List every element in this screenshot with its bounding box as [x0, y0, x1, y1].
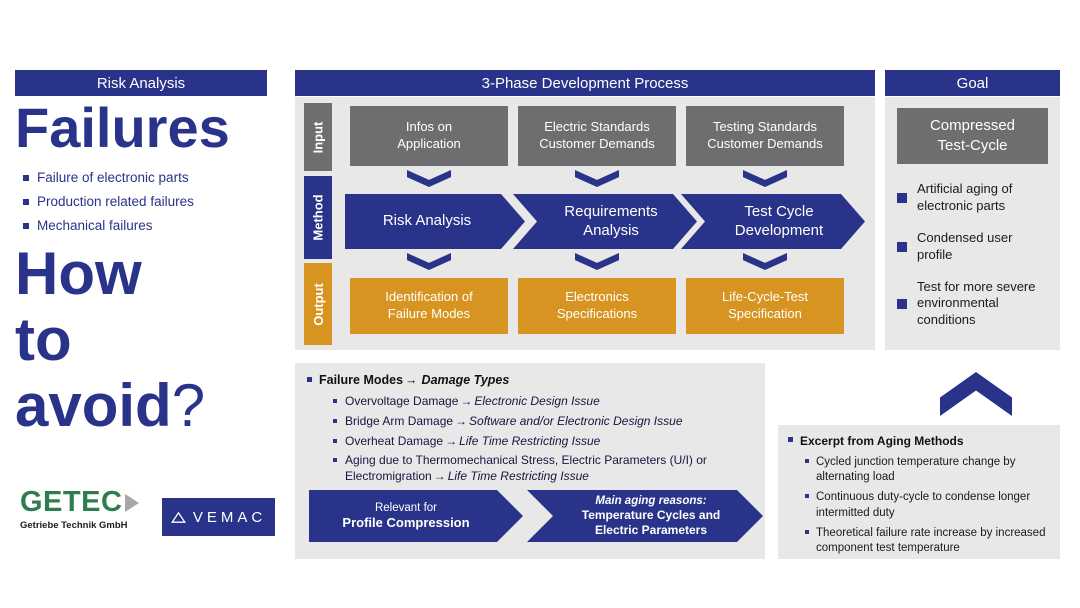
- input-box-electric-standards: Electric Standards Customer Demands: [518, 106, 676, 166]
- bullet-text: Condensed user profile: [917, 229, 1013, 262]
- failure-modes-title: Failure Modes→Damage Types: [307, 373, 753, 387]
- bullet-square: [897, 241, 907, 252]
- input-box-infos-on-application: Infos on Application: [350, 106, 508, 166]
- arrow-glyph: →: [445, 433, 458, 448]
- compressed-test-cycle-box: Compressed Test-Cycle: [897, 108, 1048, 164]
- question-mark: ?: [171, 372, 206, 439]
- main-aging-reasons-banner: Main aging reasons: Temperature Cycles a…: [527, 490, 763, 542]
- output-box-electronics-specifications: Electronics Specifications: [518, 278, 676, 334]
- vemac-logo: VEMAC: [162, 498, 275, 536]
- question-line: to: [15, 306, 72, 373]
- list-item: Aging due to Thermomechanical Stress, El…: [333, 453, 753, 485]
- bullet-text: Mechanical failures: [37, 218, 153, 233]
- list-item: Bridge Arm Damage→Software and/or Electr…: [333, 414, 753, 430]
- list-item: Test for more severe environmental condi…: [897, 279, 1048, 330]
- bullet-square: [333, 438, 337, 443]
- chevron-up-icon: [940, 372, 1012, 416]
- list-item: Condensed user profile: [897, 230, 1048, 264]
- bullet-square: [333, 418, 337, 423]
- list-item: Overvoltage Damage→Electronic Design Iss…: [333, 394, 753, 410]
- list-item: Mechanical failures: [23, 218, 277, 233]
- chevron-down-icon: [407, 170, 451, 187]
- question-line: avoid?: [15, 372, 206, 439]
- bullet-square: [23, 198, 29, 205]
- goal-header: Goal: [885, 70, 1060, 96]
- failures-bullet-list: Failure of electronic parts Production r…: [15, 170, 277, 233]
- aging-methods-panel: Excerpt from Aging Methods Cycled juncti…: [778, 425, 1060, 559]
- method-step-risk-analysis: Risk Analysis: [345, 194, 525, 249]
- row-label-method: Method: [304, 176, 332, 259]
- getec-logo-text: GETEC: [20, 486, 123, 518]
- bullet-square: [805, 529, 809, 534]
- banner-subtitle: Relevant for: [374, 501, 437, 514]
- vemac-triangle-icon: [170, 511, 186, 523]
- bullet-square: [333, 458, 337, 463]
- aging-methods-title: Excerpt from Aging Methods: [788, 434, 1050, 448]
- goal-bullet-list: Artificial aging of electronic parts Con…: [897, 181, 1048, 329]
- bullet-square: [788, 437, 793, 442]
- bullet-text: Continuous duty-cycle to condense longer…: [816, 491, 1031, 519]
- banner-title: Profile Compression: [342, 515, 470, 531]
- row-label-output: Output: [304, 263, 332, 345]
- list-item: Theoretical failure rate increase by inc…: [805, 526, 1050, 556]
- failure-modes-panel: Failure Modes→Damage Types Overvoltage D…: [295, 363, 765, 559]
- bullet-text: Artificial aging of electronic parts: [917, 181, 1013, 213]
- profile-compression-banner: Relevant for Profile Compression: [309, 490, 523, 542]
- chevron-down-icon: [743, 253, 787, 270]
- vemac-logo-text: VEMAC: [192, 508, 267, 526]
- arrow-glyph: →: [405, 373, 418, 387]
- bullet-square: [333, 399, 337, 403]
- bullet-text: Production related failures: [37, 194, 194, 209]
- banner-subtitle: Main aging reasons:: [595, 494, 707, 507]
- list-item: Overheat Damage→Life Time Restricting Is…: [333, 434, 753, 450]
- arrow-glyph: →: [460, 394, 473, 408]
- chevron-down-icon: [407, 253, 451, 270]
- how-to-avoid-title: How to avoid?: [15, 241, 277, 439]
- list-item: Continuous duty-cycle to condense longer…: [805, 490, 1050, 520]
- output-box-life-cycle-test-specification: Life-Cycle-Test Specification: [686, 278, 844, 334]
- banner-title: Temperature Cycles and Electric Paramete…: [581, 508, 721, 538]
- bullet-square: [897, 298, 907, 309]
- chevron-down-icon: [575, 253, 619, 270]
- list-item: Cycled junction temperature change by al…: [805, 455, 1050, 485]
- list-item: Failure of electronic parts: [23, 170, 277, 185]
- bullet-text: Failure of electronic parts: [37, 170, 189, 185]
- bullet-text: Theoretical failure rate increase by inc…: [816, 526, 1046, 554]
- aging-methods-list: Cycled junction temperature change by al…: [805, 455, 1050, 556]
- development-process-header: 3-Phase Development Process: [295, 70, 875, 96]
- output-box-identification-of-failure-modes: Identification of Failure Modes: [350, 278, 508, 334]
- risk-analysis-header: Risk Analysis: [15, 70, 267, 96]
- failure-modes-list: Overvoltage Damage→Electronic Design Iss…: [333, 394, 753, 485]
- bullet-square: [805, 494, 809, 499]
- getec-subtitle: Getriebe Technik GmbH: [20, 520, 128, 531]
- method-step-test-cycle-development: Test Cycle Development: [681, 194, 865, 249]
- getec-triangle-icon: [125, 493, 140, 512]
- list-item: Artificial aging of electronic parts: [897, 181, 1048, 215]
- bullet-square: [307, 377, 312, 382]
- method-step-requirements-analysis: Requirements Analysis: [513, 194, 697, 249]
- bullet-square: [23, 174, 29, 181]
- list-item: Production related failures: [23, 194, 277, 209]
- bullet-text: Test for more severe environmental condi…: [917, 278, 1036, 328]
- chevron-down-icon: [575, 170, 619, 187]
- bullet-text: Cycled junction temperature change by al…: [816, 456, 1016, 484]
- getec-logo: GETEC Getriebe Technik GmbH: [20, 486, 140, 531]
- bullet-square: [805, 459, 809, 463]
- row-label-input: Input: [304, 103, 332, 171]
- chevron-down-icon: [743, 170, 787, 187]
- failure-modes-title-text: Failure Modes→Damage Types: [319, 373, 510, 387]
- bullet-square: [897, 192, 907, 203]
- arrow-glyph: →: [433, 469, 446, 484]
- bullet-square: [23, 222, 29, 229]
- failures-title: Failures: [15, 96, 230, 159]
- input-box-testing-standards: Testing Standards Customer Demands: [686, 106, 844, 166]
- process-panel: Input Method Output Infos on Application…: [295, 97, 875, 350]
- question-line: How: [15, 240, 142, 307]
- goal-panel: Compressed Test-Cycle Artificial aging o…: [885, 97, 1060, 350]
- arrow-glyph: →: [455, 413, 468, 428]
- left-column: Failures Failure of electronic parts Pro…: [15, 100, 277, 439]
